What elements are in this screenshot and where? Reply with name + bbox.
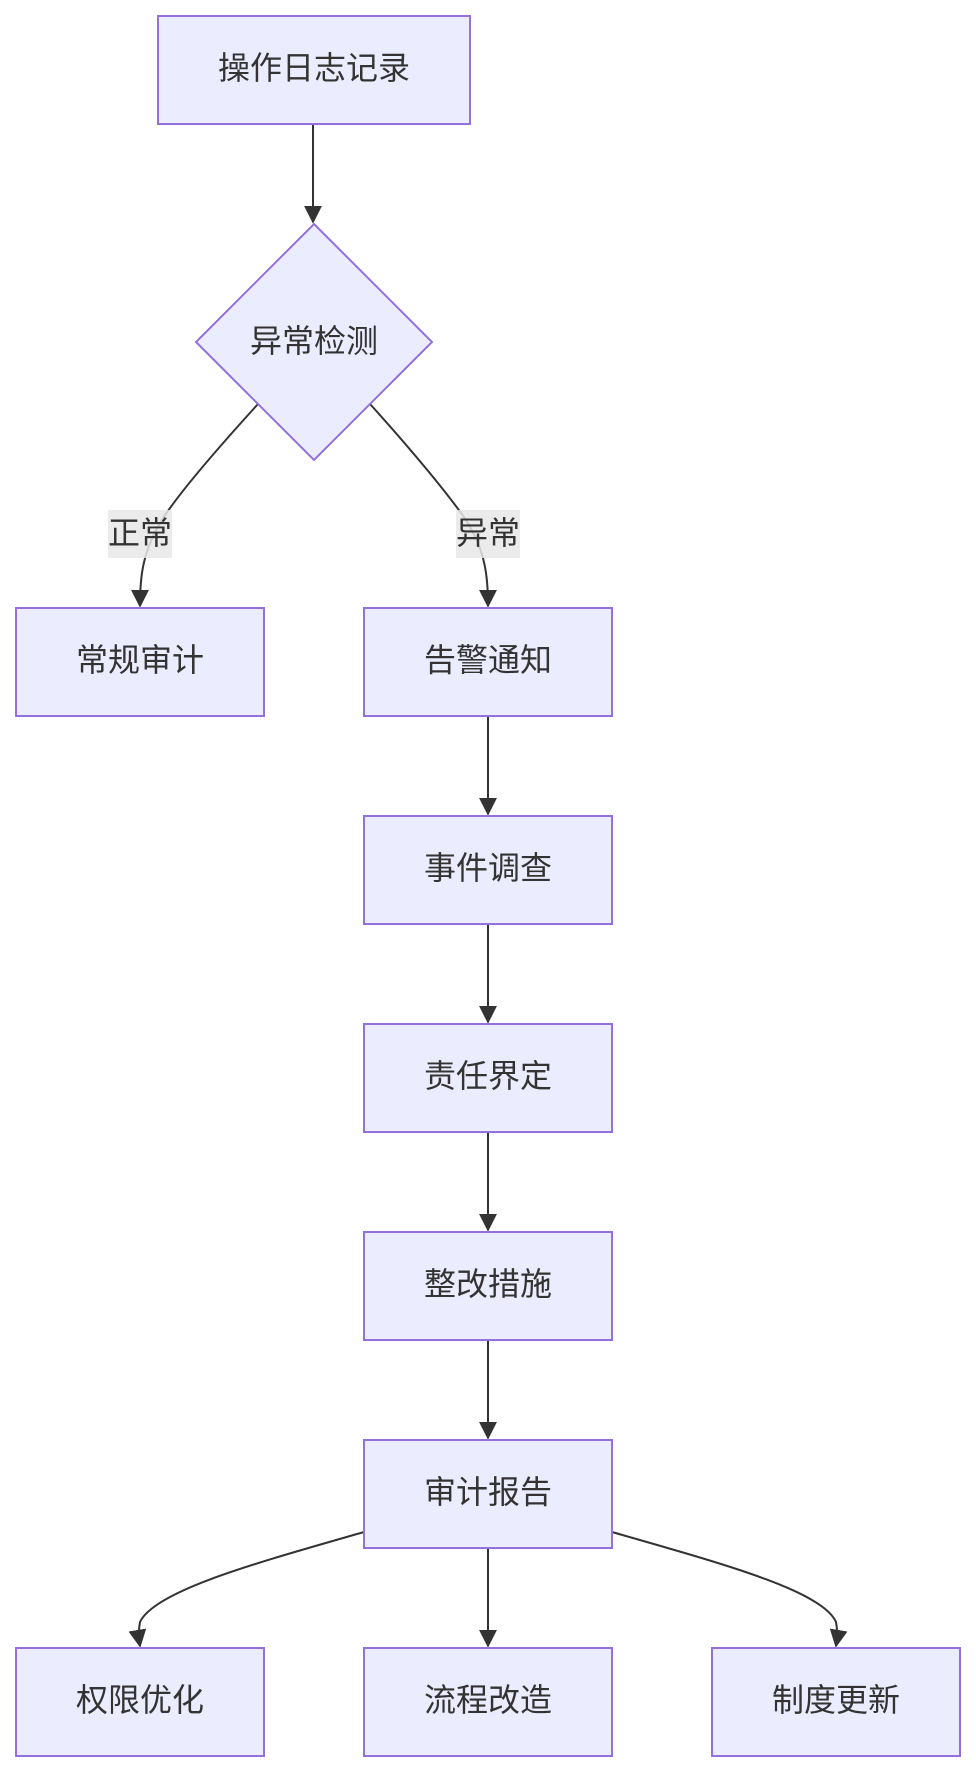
node-routine: 常规审计 [15,607,265,717]
node-investigate-label: 事件调查 [424,849,552,887]
node-report-label: 审计报告 [424,1473,552,1511]
node-permission: 权限优化 [15,1647,265,1757]
edge-detect-to-routine [131,403,259,608]
edge-label-abnormal-text: 异常 [456,514,520,552]
node-policy-label: 制度更新 [772,1681,900,1719]
node-alert: 告警通知 [363,607,613,717]
node-responsibility-label: 责任界定 [424,1057,552,1095]
node-routine-label: 常规审计 [76,641,204,679]
node-report: 审计报告 [363,1439,613,1549]
node-log: 操作日志记录 [157,15,471,125]
edge-report-to-permission [128,1531,365,1648]
edge-report-to-policy [611,1531,848,1648]
node-responsibility: 责任界定 [363,1023,613,1133]
node-log-label: 操作日志记录 [218,49,410,87]
edge-label-abnormal: 异常 [456,510,520,558]
node-detect: 异常检测 [194,222,434,462]
node-policy: 制度更新 [711,1647,961,1757]
node-detect-label: 异常检测 [250,322,378,360]
node-process-label: 流程改造 [424,1681,552,1719]
node-rectify-label: 整改措施 [424,1265,552,1303]
node-alert-label: 告警通知 [424,641,552,679]
edge-label-normal: 正常 [108,510,172,558]
node-investigate: 事件调查 [363,815,613,925]
node-process: 流程改造 [363,1647,613,1757]
node-rectify: 整改措施 [363,1231,613,1341]
node-permission-label: 权限优化 [76,1681,204,1719]
edge-label-normal-text: 正常 [108,514,172,552]
edge-detect-to-alert [369,403,497,608]
